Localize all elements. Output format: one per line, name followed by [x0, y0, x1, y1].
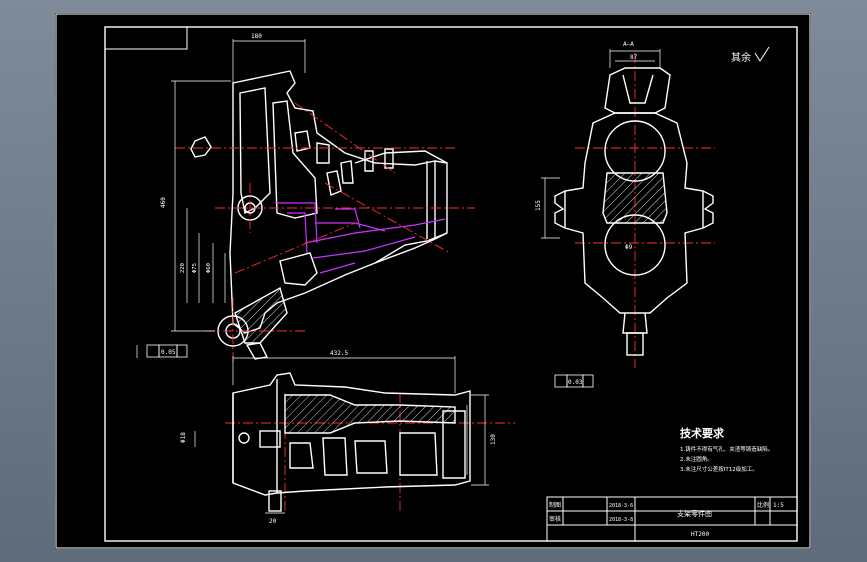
tb-scale-label: 比例	[757, 501, 769, 509]
dim-bottom-length: 432.5	[330, 350, 348, 357]
tolerance-frame-right	[554, 374, 594, 388]
dim-right-width: 87	[630, 54, 638, 61]
hidden-lines	[275, 202, 446, 274]
bottom-dimensions	[194, 356, 489, 514]
tolerance-left-value: 0.05	[161, 349, 176, 356]
surface-finish-label: 其余	[731, 51, 751, 64]
tolerance-right-value: 0.03	[568, 379, 583, 386]
tech-req-item-1: 1.铸件不得有气孔、夹渣等铸造缺陷。	[680, 445, 773, 453]
dim-mid-height: 220	[180, 263, 186, 273]
title-block	[546, 496, 798, 542]
bottom-dim-text: 432.5 130 Φ18 20	[180, 350, 497, 525]
tb-date2: 2018-3-8	[609, 517, 633, 523]
side-dimensions	[541, 49, 661, 239]
cad-drawing: 180 460 220 Φ75 Φ60 0.05	[55, 13, 811, 549]
dim-left-height: 460	[160, 197, 167, 208]
tb-drawing-no: HT200	[691, 531, 709, 538]
side-dim-text: A—A 87 155 Φ9	[535, 41, 638, 251]
front-dimensions	[136, 39, 306, 358]
outer-border	[55, 13, 811, 549]
drawing-sheet: 180 460 220 Φ75 Φ60 0.05	[55, 13, 811, 549]
tech-req-title: 技术要求	[680, 426, 725, 440]
tech-req-item-2: 2.未注圆角。	[680, 455, 713, 463]
tb-date1: 2018-3-6	[609, 503, 633, 509]
tb-part-name: 支架零件图	[677, 509, 712, 518]
dim-bore1: Φ75	[192, 263, 198, 273]
section-label: A—A	[623, 41, 634, 48]
front-view	[190, 70, 448, 360]
tolerance-frame-left	[146, 344, 188, 358]
tb-scale: 1:5	[773, 502, 784, 509]
dim-bore2: Φ60	[206, 263, 212, 273]
side-view	[554, 67, 714, 356]
bottom-view	[232, 372, 471, 512]
roughness-check-icon	[754, 46, 770, 62]
corner-stamp-box	[104, 26, 188, 50]
dim-top-width: 180	[251, 33, 262, 40]
tb-row1-label: 制图	[549, 501, 561, 509]
tech-req-item-3: 3.未注尺寸公差按IT12级加工。	[680, 465, 758, 473]
centerlines	[175, 53, 715, 513]
dim-bottom-dia: Φ18	[180, 432, 187, 443]
dim-pin: 20	[269, 518, 277, 525]
inner-border	[104, 26, 798, 542]
dim-right-height: 130	[490, 434, 497, 445]
front-dim-text: 180 460 220 Φ75 Φ60	[160, 33, 262, 273]
dim-side-height: 155	[535, 200, 542, 211]
tb-row2-label: 审核	[549, 515, 561, 523]
dim-small-dia: Φ9	[625, 244, 633, 251]
